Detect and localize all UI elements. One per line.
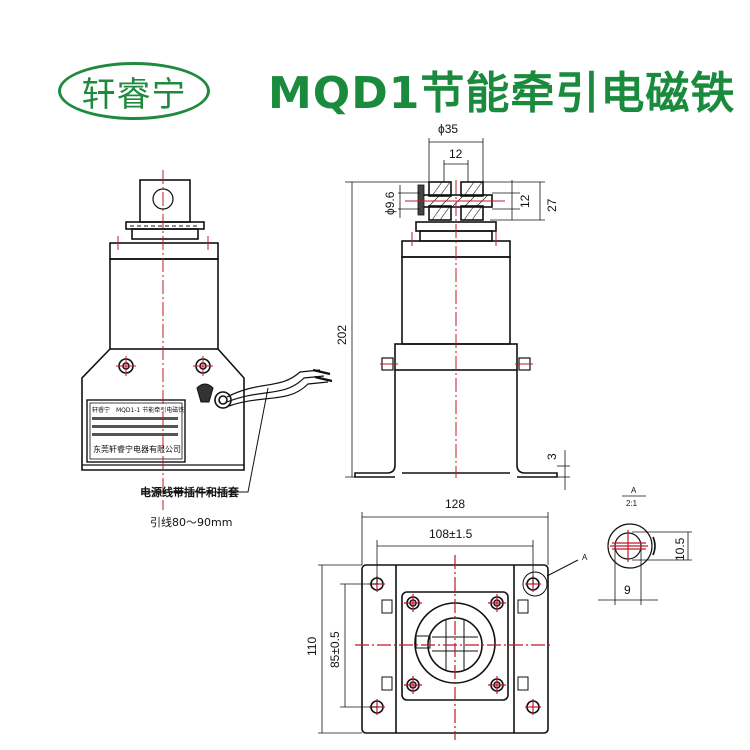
side-dimensions	[345, 138, 570, 490]
dim-10-5: 10.5	[673, 537, 687, 561]
detail-marker: A	[582, 553, 588, 562]
nameplate-text: 轩睿宁 MQD1-1 节能牵引电磁铁 东莞轩睿宁电器有限公司	[92, 406, 184, 454]
dim-9: 9	[624, 583, 631, 597]
svg-text:轩睿宁: 轩睿宁	[92, 406, 110, 414]
callout-lead: 引线80～90mm	[150, 516, 233, 529]
dim-12-right: 12	[518, 194, 532, 208]
callout-plug: 电源线带插件和插套	[140, 486, 239, 499]
dim-202: 202	[335, 325, 349, 345]
bottom-dimensions	[318, 512, 549, 734]
dim-3: 3	[545, 453, 559, 460]
dim-108: 108±1.5	[429, 527, 473, 541]
detail-centerlines	[610, 530, 648, 562]
dim-85: 85±0.5	[328, 631, 342, 668]
page-title: MQD1节能牵引电磁铁	[268, 68, 736, 119]
bottom-centerlines	[355, 555, 552, 740]
dim-phi9-6: ϕ9.6	[383, 191, 397, 215]
logo-text: 轩睿宁	[81, 74, 187, 115]
dim-27: 27	[545, 198, 559, 212]
dim-12-top: 12	[449, 147, 463, 161]
front-centerlines	[116, 170, 213, 510]
dim-128: 128	[445, 497, 465, 511]
dim-110: 110	[305, 637, 319, 656]
detail-label: A	[631, 486, 637, 495]
bottom-view	[361, 559, 579, 734]
svg-text:MQD1-1 节能牵引电磁铁: MQD1-1 节能牵引电磁铁	[116, 406, 184, 414]
detail-scale: 2:1	[626, 499, 638, 508]
svg-text:东莞轩睿宁电器有限公司: 东莞轩睿宁电器有限公司	[93, 444, 181, 454]
side-centerlines	[380, 180, 533, 478]
brand-logo: 轩睿宁	[58, 62, 210, 120]
dim-phi35: ϕ35	[438, 122, 458, 136]
